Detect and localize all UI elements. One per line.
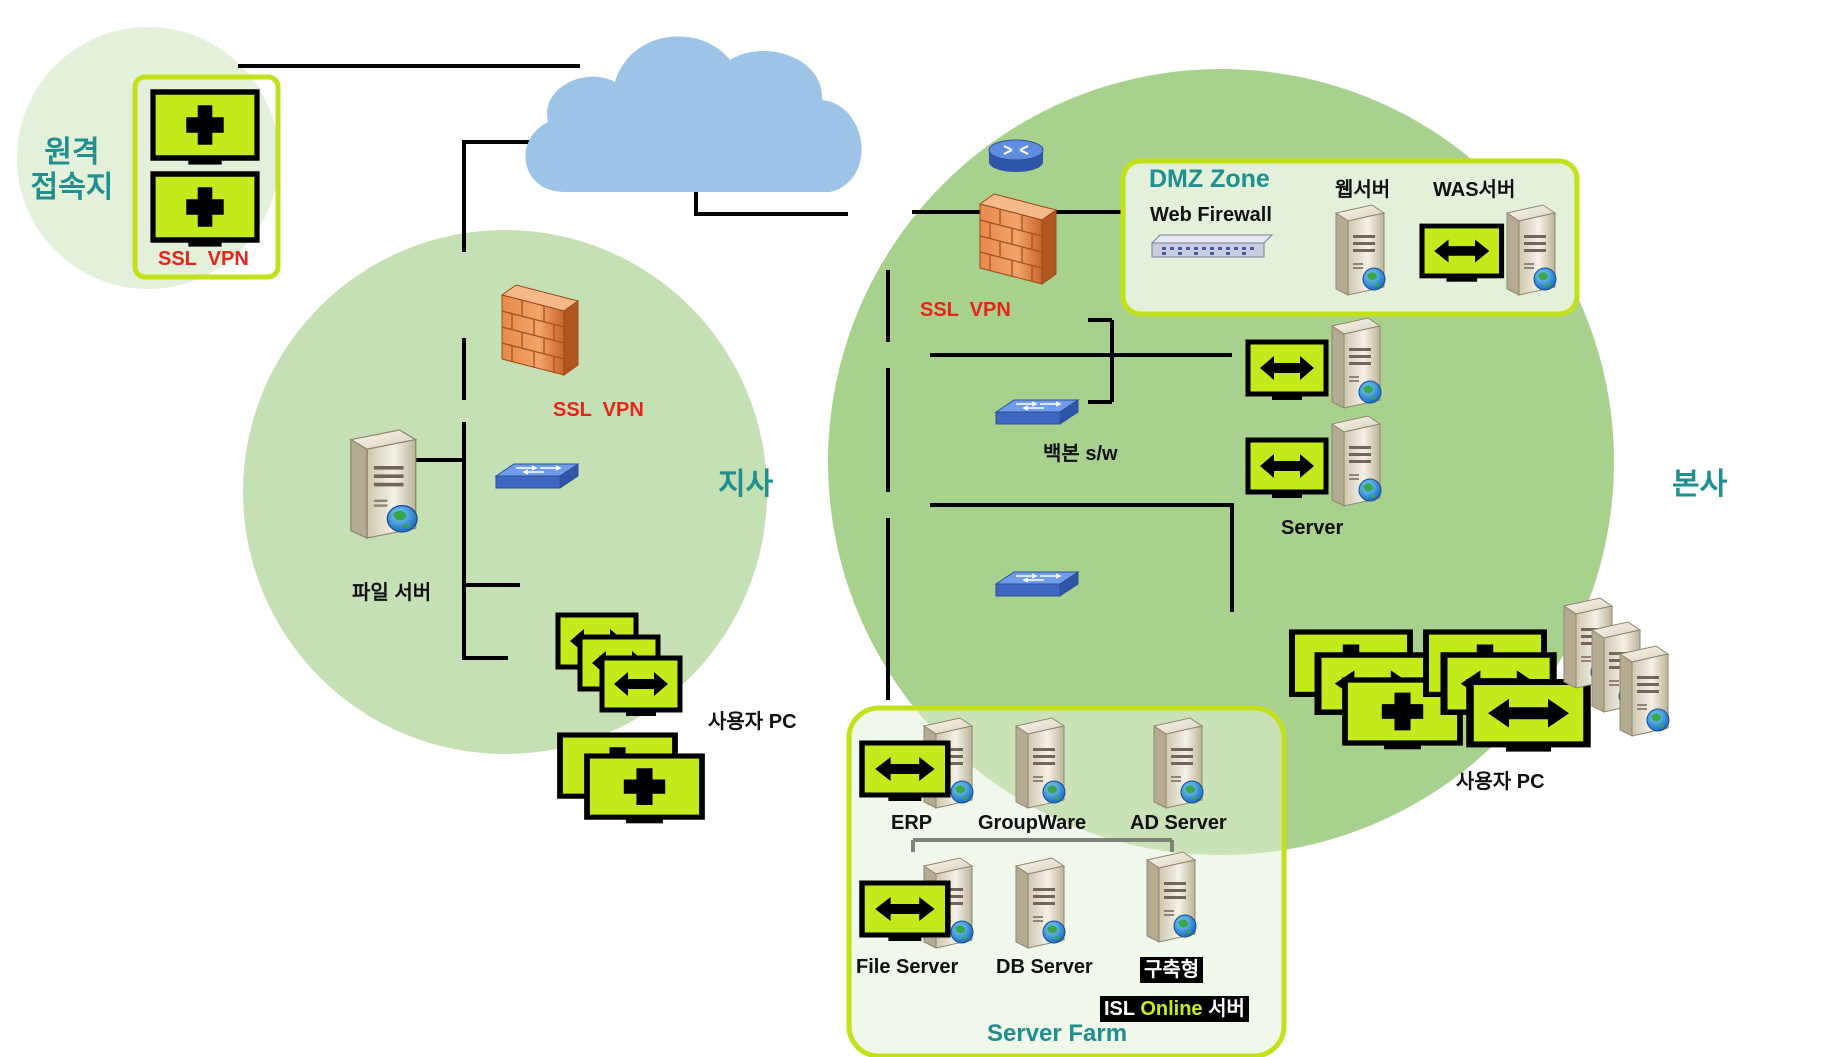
backbone-switch-icon [995,399,1079,425]
isl-online-server-badge: ISL Online 서버 [1100,996,1249,1022]
branch-firewall-icon [501,284,579,376]
db-server-icon [1015,857,1066,949]
web-server-icon [1335,204,1386,296]
groupware-server-icon [1015,717,1066,809]
file-server-monitor-arrow-icon [862,883,948,941]
web-firewall-label: Web Firewall [1150,204,1272,226]
isl-online-server-icon [1146,851,1197,943]
ad-server-label: AD Server [1130,812,1227,834]
was-monitor-arrow-icon [1422,226,1502,282]
hq-server-1-icon [1331,317,1382,409]
db-server-label: DB Server [996,956,1093,978]
web-firewall-appliance-icon [1150,234,1274,258]
hq-user-pc-label: 사용자 PC [1456,771,1545,793]
distribution-switch-icon [995,571,1079,597]
isl-online: Online [1140,998,1203,1020]
zone-label-dmz: DMZ Zone [1149,165,1270,193]
was-server-label: WAS서버 [1433,179,1516,201]
web-server-label: 웹서버 [1335,179,1391,201]
remote-vpn-label: SSL VPN [158,248,249,270]
groupware-label: GroupWare [978,812,1087,834]
isl-suffix: 서버 [1208,998,1245,1020]
hq-monitor-arrow-1-icon [1248,342,1326,400]
router-icon [988,139,1044,172]
branch-pc-arrow-3-icon [602,658,680,716]
hq-server-label: Server [1281,517,1344,539]
branch-switch-icon [495,463,579,489]
branch-file-server-label: 파일 서버 [352,582,432,604]
hq-vpn-label: SSL VPN [920,299,1011,321]
remote-monitor-plus-2-icon [153,174,257,247]
erp-monitor-arrow-icon [862,743,948,801]
hq-monitor-arrow-2-icon [1248,440,1326,498]
file-server-label: File Server [856,956,959,978]
remote-monitor-plus-1-icon [153,92,257,165]
backbone-switch-label: 백본 s/w [1043,443,1118,465]
hq-firewall-icon [979,193,1057,285]
isl-prefix: ISL [1104,998,1135,1020]
hq-server-2-icon [1331,415,1382,507]
zone-label-hq: 본사 [1672,468,1728,501]
ad-server-icon [1153,717,1204,809]
build-type-badge: 구축형 [1140,957,1204,983]
zone-label-server-farm: Server Farm [987,1020,1128,1047]
zone-label-remote: 원격 접속지 [30,136,114,204]
branch-user-pc-label: 사용자 PC [708,711,797,733]
hq-pc-6-icon [1470,682,1587,752]
cloud-icon [525,36,862,192]
hq-server-rack-3-icon [1619,645,1670,737]
branch-pc-plus-2-icon [587,756,702,823]
was-server-icon [1506,204,1557,296]
branch-file-server-icon [350,429,418,539]
zone-label-branch: 지사 [718,468,774,501]
branch-vpn-label: SSL VPN [553,399,644,421]
erp-label: ERP [891,812,933,834]
remote-vpn-box [132,74,281,280]
